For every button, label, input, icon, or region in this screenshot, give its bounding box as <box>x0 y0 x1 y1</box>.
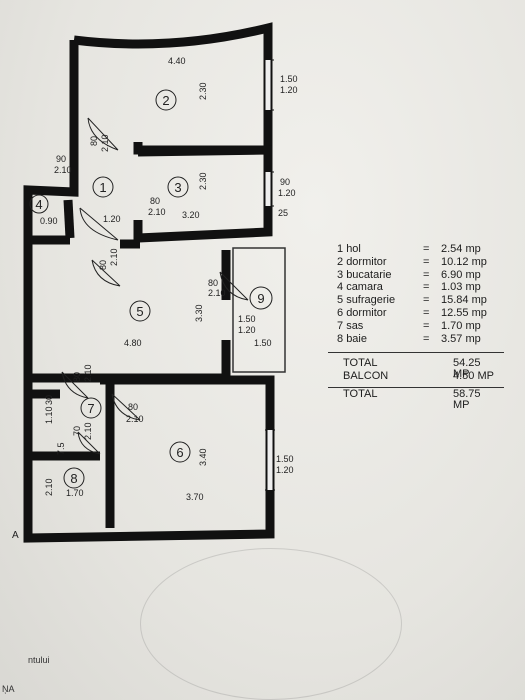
door-swing-8 <box>77 431 101 455</box>
dim-r6-door: 80 <box>128 402 138 412</box>
room-number-2: 2 <box>162 93 169 108</box>
legend-divider <box>328 352 504 354</box>
dim-r9-window-h: 1.20 <box>238 325 256 335</box>
dim-r1-door: 80 <box>89 136 99 146</box>
dim-r7-door-h: 2.10 <box>83 364 93 382</box>
dim-r3-door-h: 2.10 <box>148 207 166 217</box>
dim-r8-side: 7.5 <box>56 442 66 455</box>
dim-r3-height: 2.30 <box>198 172 208 190</box>
dim-r9-door-h: 2.10 <box>208 288 226 298</box>
dim-r2-window-h: 1.20 <box>280 85 298 95</box>
dim-r7-h: 1.10 <box>44 406 54 424</box>
room-number-6: 6 <box>176 445 183 460</box>
door-swing-1 <box>87 117 119 151</box>
legend-row: 8 baie=3.57 mp <box>337 332 481 345</box>
footer-corner-fragment: ŅA <box>2 684 15 694</box>
legend-row: 7 sas=1.70 mp <box>337 319 481 332</box>
dim-r9-door: 80 <box>208 278 218 288</box>
door-swing-7 <box>61 371 89 399</box>
legend-row: 3 bucatarie=6.90 mp <box>337 268 481 281</box>
dim-r3-window: 90 <box>280 177 290 187</box>
dim-r5-width: 4.80 <box>124 338 142 348</box>
balcony-outline <box>232 247 286 373</box>
dim-r1-width: 1.20 <box>103 214 121 224</box>
dim-r5-door-h: 2.10 <box>109 248 119 266</box>
dim-r8-door-h: 2.10 <box>83 422 93 440</box>
room-number-3: 3 <box>174 180 181 195</box>
dim-r3-extra: 25 <box>278 208 288 218</box>
dim-r6-width: 3.70 <box>186 492 204 502</box>
wall-camara <box>63 199 75 239</box>
dim-r4-width: 0.90 <box>40 216 58 226</box>
legend-row: 2 dormitor=10.12 mp <box>337 255 487 268</box>
dim-r1-door2-h: 2.10 <box>54 165 72 175</box>
dim-r6-door-h: 2.10 <box>126 414 144 424</box>
door-swing-5 <box>91 259 121 287</box>
dim-r7-w: 30 <box>44 395 54 405</box>
room-number-7: 7 <box>87 401 94 416</box>
legend-row: 1 hol=2.54 mp <box>337 243 481 255</box>
room-number-5: 5 <box>136 304 143 319</box>
door-swing-2 <box>79 207 119 241</box>
room-number-1: 1 <box>99 180 106 195</box>
footer-left-fragment: A <box>12 530 19 541</box>
dim-r3-door: 80 <box>150 196 160 206</box>
dim-r8-width: 1.70 <box>66 488 84 498</box>
room-number-8: 8 <box>70 471 77 486</box>
legend-row: 4 camara=1.03 mp <box>337 281 481 294</box>
dim-r2-width: 4.40 <box>168 56 186 66</box>
dim-r9-width: 1.50 <box>254 338 272 348</box>
dim-r8-door: 70 <box>72 426 82 436</box>
dim-r1-door-h: 2.10 <box>100 134 110 152</box>
area-legend: 1 hol=2.54 mp 2 dormitor=10.12 mp 3 buca… <box>328 243 504 412</box>
door-swing-6 <box>111 393 141 421</box>
dim-r1-door2: 90 <box>56 154 66 164</box>
dim-r6-height: 3.40 <box>198 448 208 466</box>
room-number-9: 9 <box>257 291 264 306</box>
total-divider <box>328 387 504 389</box>
dim-r9-window: 1.50 <box>238 314 256 324</box>
door-swing-9 <box>219 271 249 301</box>
dim-r2-height: 2.30 <box>198 82 208 100</box>
legend-row: 5 sufragerie=15.84 mp <box>337 294 487 307</box>
faded-stamp <box>140 548 402 700</box>
dim-r5-door: 80 <box>98 260 108 270</box>
wall-room-3 <box>133 145 273 243</box>
footer-text-fragment: ntului <box>28 655 50 665</box>
wall-lower <box>23 375 275 543</box>
legend-row: 6 dormitor=12.55 mp <box>337 306 487 319</box>
dim-r6-window: 1.50 <box>276 454 294 464</box>
dim-r8-height: 2.10 <box>44 478 54 496</box>
dim-r6-window-h: 1.20 <box>276 465 294 475</box>
dim-r5-height: 3.30 <box>194 304 204 322</box>
wall-hol <box>23 140 79 245</box>
wall-room-2 <box>73 22 273 155</box>
dim-r2-window: 1.50 <box>280 74 298 84</box>
dim-r3-width: 3.20 <box>182 210 200 220</box>
dim-r3-window-h: 1.20 <box>278 188 296 198</box>
dim-r7-door: 80 <box>72 372 82 382</box>
room-number-4: 4 <box>35 197 42 212</box>
